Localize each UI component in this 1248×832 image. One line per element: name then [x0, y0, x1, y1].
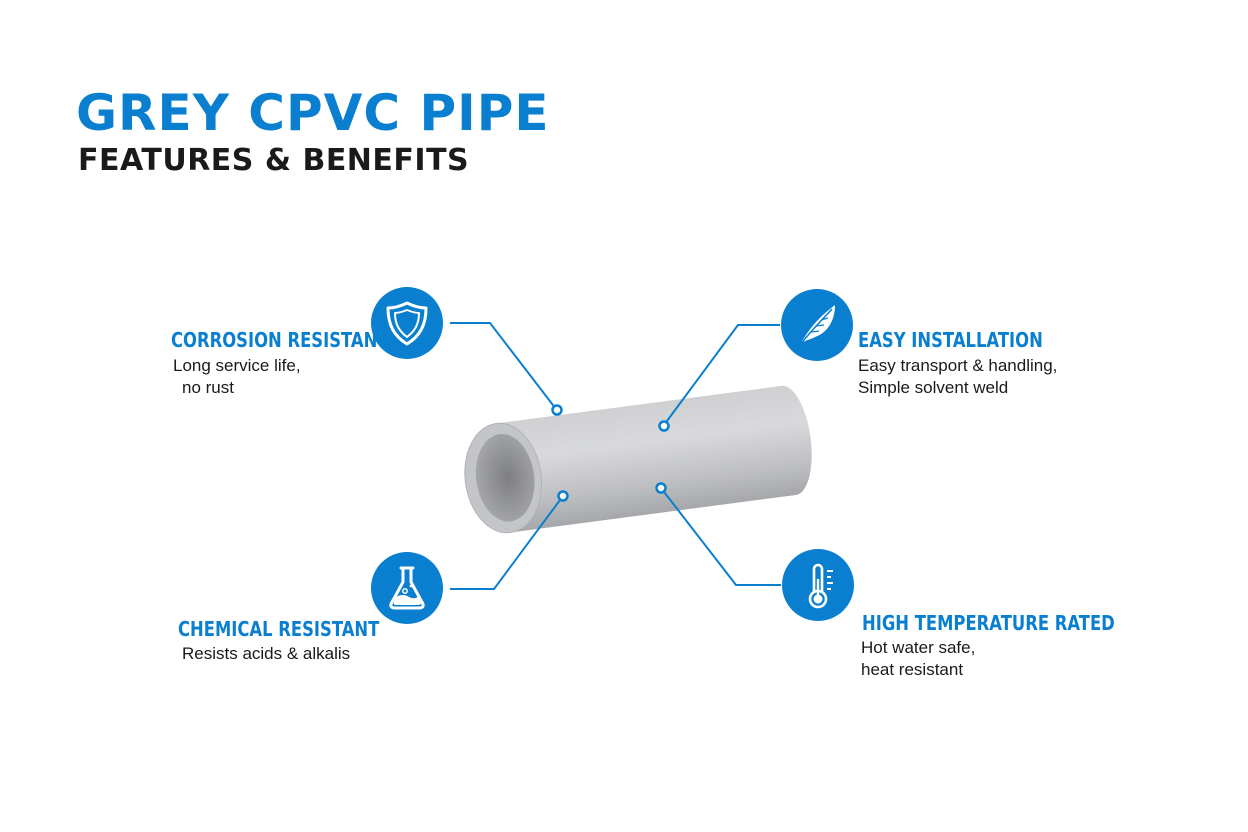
feature-desc-line: Long service life,	[173, 356, 301, 375]
feature-desc-temperature: Hot water safe, heat resistant	[861, 637, 975, 681]
page-subtitle: FEATURES & BENEFITS	[78, 143, 470, 178]
feature-desc-corrosion: Long service life, no rust	[173, 355, 301, 399]
feature-title-corrosion: CORROSION RESISTANT	[171, 328, 389, 352]
feature-title-installation: EASY INSTALLATION	[858, 328, 1043, 352]
pipe	[464, 385, 812, 534]
callout-dot-temperature	[655, 482, 667, 494]
connector-temperature	[660, 487, 781, 586]
feature-desc-installation: Easy transport & handling, Simple solven…	[858, 355, 1057, 399]
callout-dot-chemical	[557, 490, 569, 502]
pipe-body	[496, 385, 812, 533]
feature-title-temperature: HIGH TEMPERATURE RATED	[862, 611, 1115, 635]
feature-desc-line: heat resistant	[861, 660, 964, 679]
feature-desc-line: no rust	[182, 378, 234, 397]
shield-icon	[371, 287, 443, 359]
feather-icon	[781, 289, 853, 361]
page-title: GREY CPVC PIPE	[76, 84, 550, 142]
connector-corrosion	[450, 322, 557, 410]
pipe-opening	[475, 433, 535, 522]
connector-installation	[663, 324, 780, 426]
flask-icon	[371, 552, 443, 624]
thermometer-icon	[782, 549, 854, 621]
feature-desc-line: Simple solvent weld	[858, 378, 1009, 397]
connector-chemical	[450, 495, 564, 590]
feature-desc-line: Hot water safe,	[861, 638, 976, 657]
feature-title-chemical: CHEMICAL RESISTANT	[178, 617, 380, 641]
feature-desc-line: Easy transport & handling,	[858, 356, 1058, 375]
feature-desc-line: Resists acids & alkalis	[182, 644, 351, 663]
callout-dot-installation	[658, 420, 670, 432]
callout-dot-corrosion	[551, 404, 563, 416]
feature-desc-chemical: Resists acids & alkalis	[182, 643, 350, 665]
